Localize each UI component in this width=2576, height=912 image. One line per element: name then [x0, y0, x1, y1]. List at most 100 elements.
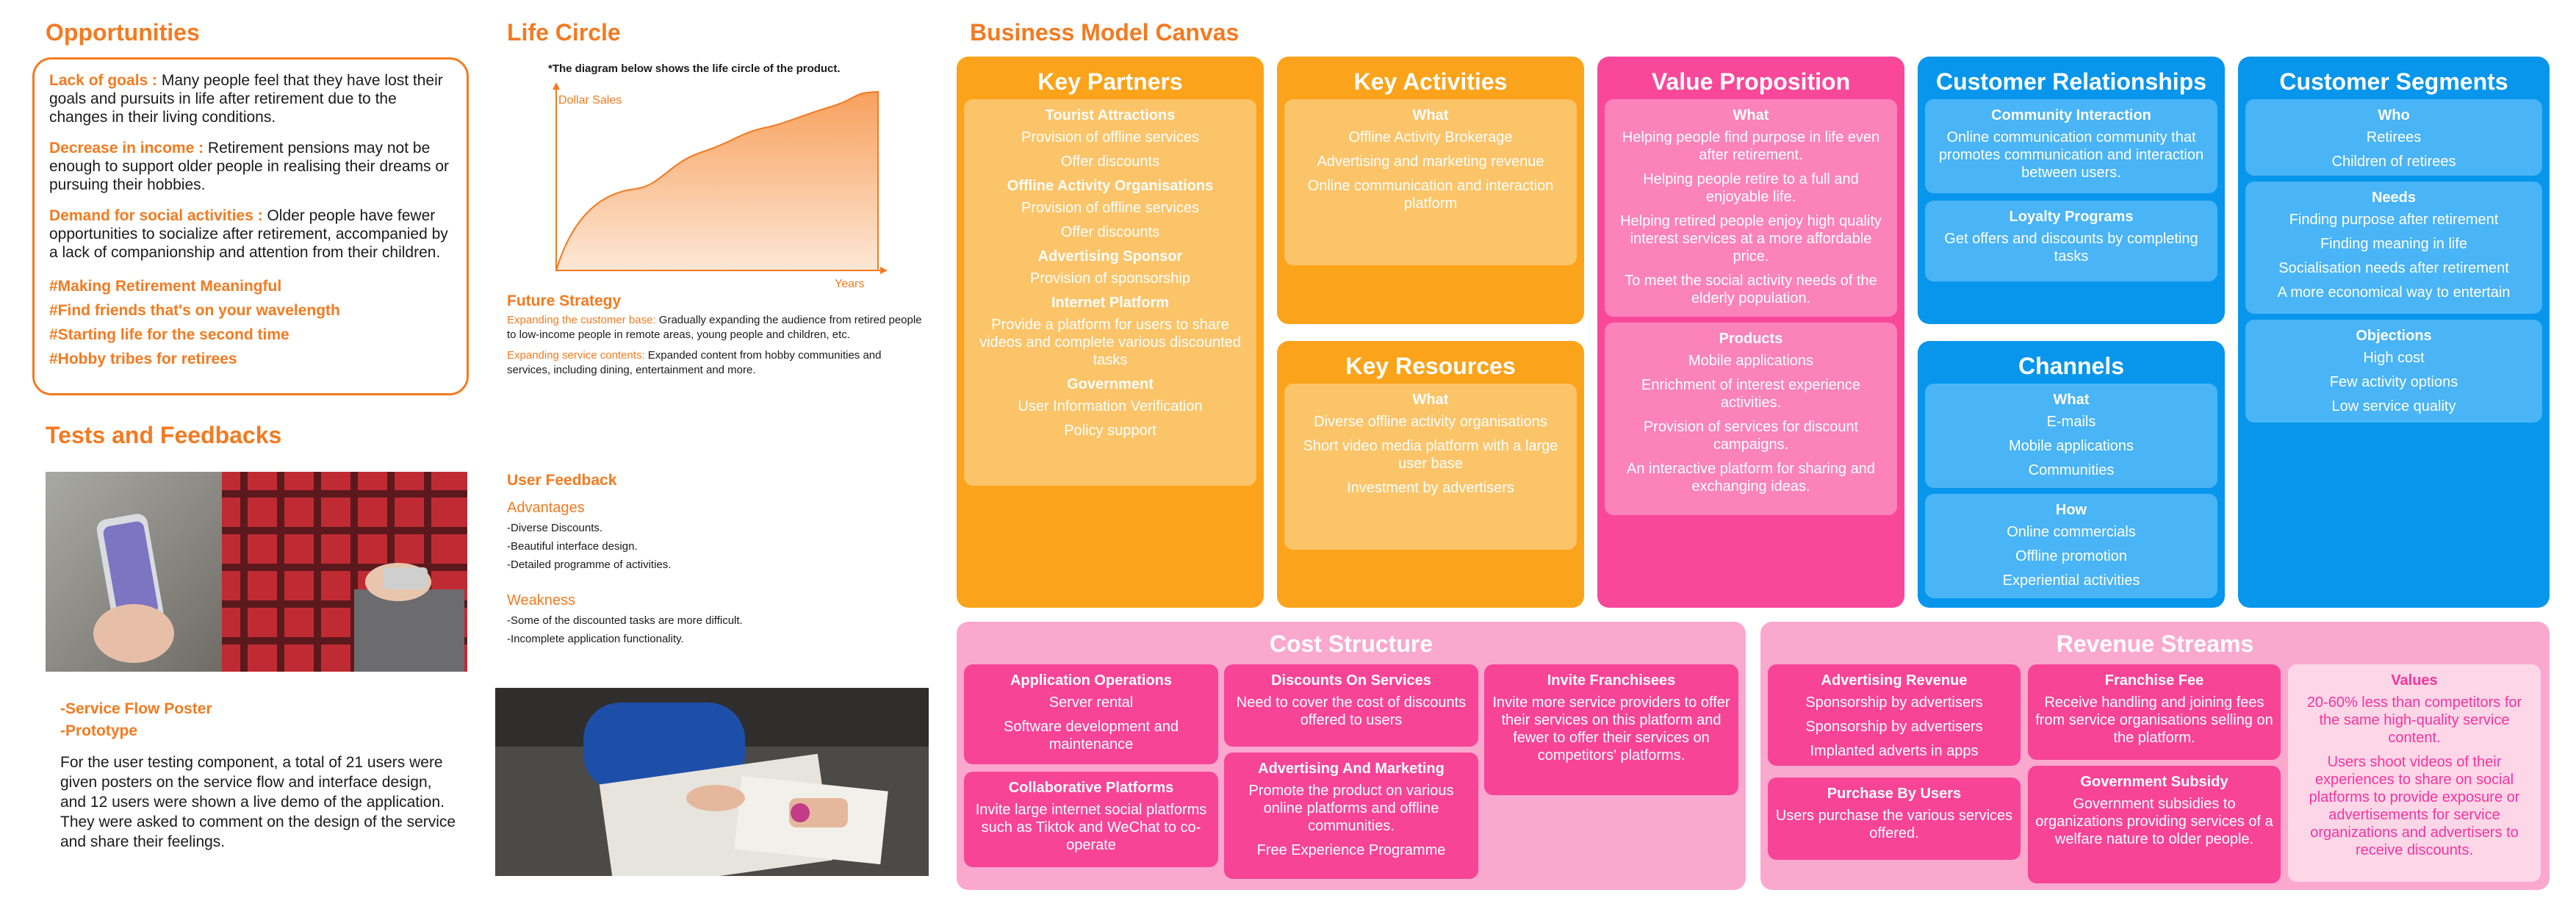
hashtag: #Making Retirement Meaningful	[49, 278, 282, 295]
cost-structure-panel: Cost Structure Application Operations Se…	[957, 622, 1746, 890]
card-heading: Franchise Fee	[2104, 672, 2204, 689]
revenue-card-subsidy: Government Subsidy Government subsidies …	[2028, 766, 2281, 883]
card-line: Online communication community that prom…	[1938, 129, 2204, 181]
card-line: Users purchase the various services offe…	[1775, 808, 2013, 841]
card-heading: Community Interaction	[1991, 107, 2151, 123]
opportunity-text: Older people have fewer opportunities to…	[49, 207, 448, 261]
user-testing-photo-2	[495, 688, 929, 876]
opportunities-title: Opportunities	[46, 19, 200, 46]
revenue-streams-panel: Revenue Streams Advertising Revenue Spon…	[1760, 622, 2550, 890]
card-heading: Needs	[2371, 190, 2417, 206]
card-heading: Internet Platform	[1051, 295, 1170, 311]
card-line: Finding purpose after retirement	[2289, 212, 2499, 228]
future-strategy-title: Future Strategy	[507, 292, 622, 309]
card-line: Mobile applications	[1688, 353, 1814, 369]
card-line: Helping people retire to a full and enjo…	[1643, 171, 1859, 205]
opportunity-text: Many people feel that they have lost the…	[49, 72, 443, 126]
card-heading: Invite Franchisees	[1547, 672, 1676, 689]
card-heading: Loyalty Programs	[2009, 209, 2134, 225]
channels-panel: Channels What E-mails Mobile application…	[1918, 341, 2225, 608]
card-heading: Purchase By Users	[1827, 786, 1962, 802]
card-line: Helping retired people enjoy high qualit…	[1620, 213, 1882, 265]
opportunity-item: Decrease in income : Retirement pensions…	[49, 139, 452, 194]
cost-card-app-operations: Application Operations Server rental Sof…	[964, 664, 1218, 764]
user-feedback-title: User Feedback	[507, 472, 617, 489]
card-line: To meet the social activity needs of the…	[1625, 273, 1877, 306]
card-heading: Values	[2391, 672, 2438, 689]
customer-relationships-title: Customer Relationships	[1935, 68, 2207, 95]
card-line: Sponsorship by advertisers	[1805, 719, 1983, 735]
card-line: An interactive platform for sharing and …	[1627, 461, 1875, 495]
card-heading: What	[1412, 107, 1449, 123]
life-circle-title: Life Circle	[507, 19, 621, 46]
customer-relationships-panel: Customer Relationships Community Interac…	[1918, 57, 2225, 324]
card-line: Software development and maintenance	[1004, 719, 1179, 753]
channels-title: Channels	[2018, 353, 2125, 379]
community-interaction-card: Community Interaction Online communicati…	[1925, 99, 2217, 193]
card-line: Provision of sponsorship	[1030, 270, 1190, 287]
channels-how-card: How Online commercials Offline promotion…	[1925, 494, 2217, 598]
card-line: Diverse offline activity organisations	[1314, 414, 1547, 430]
card-heading: Government Subsidy	[2080, 774, 2228, 790]
cost-card-discounts: Discounts On Services Need to cover the …	[1224, 664, 1478, 747]
opportunity-text: Retirement pensions may not be enough to…	[49, 140, 450, 193]
card-line: Enrichment of interest experience activi…	[1641, 377, 1860, 411]
card-line: Server rental	[1048, 694, 1134, 711]
service-flow-poster-link[interactable]: -Service Flow Poster	[60, 700, 212, 717]
segments-needs-card: Needs Finding purpose after retirement F…	[2245, 182, 2542, 314]
key-partners-panel: Key Partners Tourist Attractions Provisi…	[957, 57, 1264, 608]
weakness-item: -Incomplete application functionality.	[507, 633, 684, 645]
opportunity-lead: Demand for social activities :	[49, 207, 263, 224]
card-line: Helping people find purpose in life even…	[1622, 129, 1880, 163]
value-proposition-title: Value Proposition	[1651, 68, 1851, 95]
testing-description: For the user testing component, a total …	[60, 754, 456, 850]
hashtag: #Find friends that's on your wavelength	[49, 302, 340, 319]
opportunity-lead: Lack of goals :	[49, 72, 158, 89]
card-line: Offline Activity Brokerage	[1348, 129, 1513, 146]
life-circle-note: *The diagram below shows the life circle…	[548, 62, 841, 75]
revenue-card-purchase: Purchase By Users Users purchase the var…	[1768, 778, 2021, 860]
card-heading: What	[2053, 392, 2090, 408]
card-line: Online communication and interaction pla…	[1307, 178, 1554, 212]
card-line: Provision of offline services	[1021, 200, 1199, 216]
card-line: Promote the product on various online pl…	[1248, 783, 1454, 834]
card-heading: Application Operations	[1010, 672, 1173, 689]
hashtag-list: #Making Retirement Meaningful #Find frie…	[49, 274, 452, 371]
key-activities-panel: Key Activities What Offline Activity Bro…	[1277, 57, 1584, 324]
card-line: User Information Verification	[1018, 398, 1203, 414]
opportunity-item: Demand for social activities : Older peo…	[49, 207, 452, 262]
loyalty-programs-card: Loyalty Programs Get offers and discount…	[1925, 201, 2217, 281]
strategy-lead: Expanding the customer base:	[507, 314, 656, 326]
opportunity-lead: Decrease in income :	[49, 140, 204, 157]
revenue-card-advertising: Advertising Revenue Sponsorship by adver…	[1768, 664, 2021, 766]
segments-who-card: Who Retirees Children of retirees	[2245, 99, 2542, 176]
weakness-list: -Some of the discounted tasks are more d…	[507, 611, 743, 648]
prototype-link[interactable]: -Prototype	[60, 722, 137, 739]
card-line: Users shoot videos of their experiences …	[2309, 754, 2520, 858]
key-activities-title: Key Activities	[1353, 68, 1508, 95]
customer-segments-panel: Customer Segments Who Retirees Children …	[2238, 57, 2550, 608]
card-heading: Advertising Revenue	[1821, 672, 1968, 689]
cost-card-collaborative: Collaborative Platforms Invite large int…	[964, 772, 1218, 867]
cost-structure-title: Cost Structure	[1269, 631, 1433, 657]
card-line: Sponsorship by advertisers	[1805, 694, 1983, 711]
card-line: Experiential activities	[2002, 572, 2140, 589]
card-line: Offer discounts	[1060, 224, 1160, 240]
card-line: Invite more service providers to offer t…	[1492, 694, 1730, 764]
life-circle-diagram	[544, 82, 889, 292]
card-line: Need to cover the cost of discounts offe…	[1236, 694, 1467, 728]
strategy-lead: Expanding service contents:	[507, 349, 645, 362]
card-line: Offer discounts	[1060, 154, 1160, 170]
y-axis-label: Dollar Sales	[558, 94, 622, 107]
card-line: 20-60% less than competitors for the sam…	[2306, 694, 2522, 746]
card-heading: Tourist Attractions	[1045, 107, 1176, 123]
key-activities-card: What Offline Activity Brokerage Advertis…	[1284, 99, 1577, 265]
opportunities-box: Lack of goals : Many people feel that th…	[32, 57, 469, 395]
card-heading: Objections	[2356, 328, 2432, 344]
key-resources-title: Key Resources	[1345, 353, 1516, 379]
user-testing-photo	[46, 472, 467, 672]
business-model-canvas-title: Business Model Canvas	[970, 19, 1240, 46]
weakness-title: Weakness	[507, 592, 576, 608]
card-line: Advertising and marketing revenue	[1317, 154, 1544, 170]
card-line: Retirees	[2366, 129, 2422, 146]
